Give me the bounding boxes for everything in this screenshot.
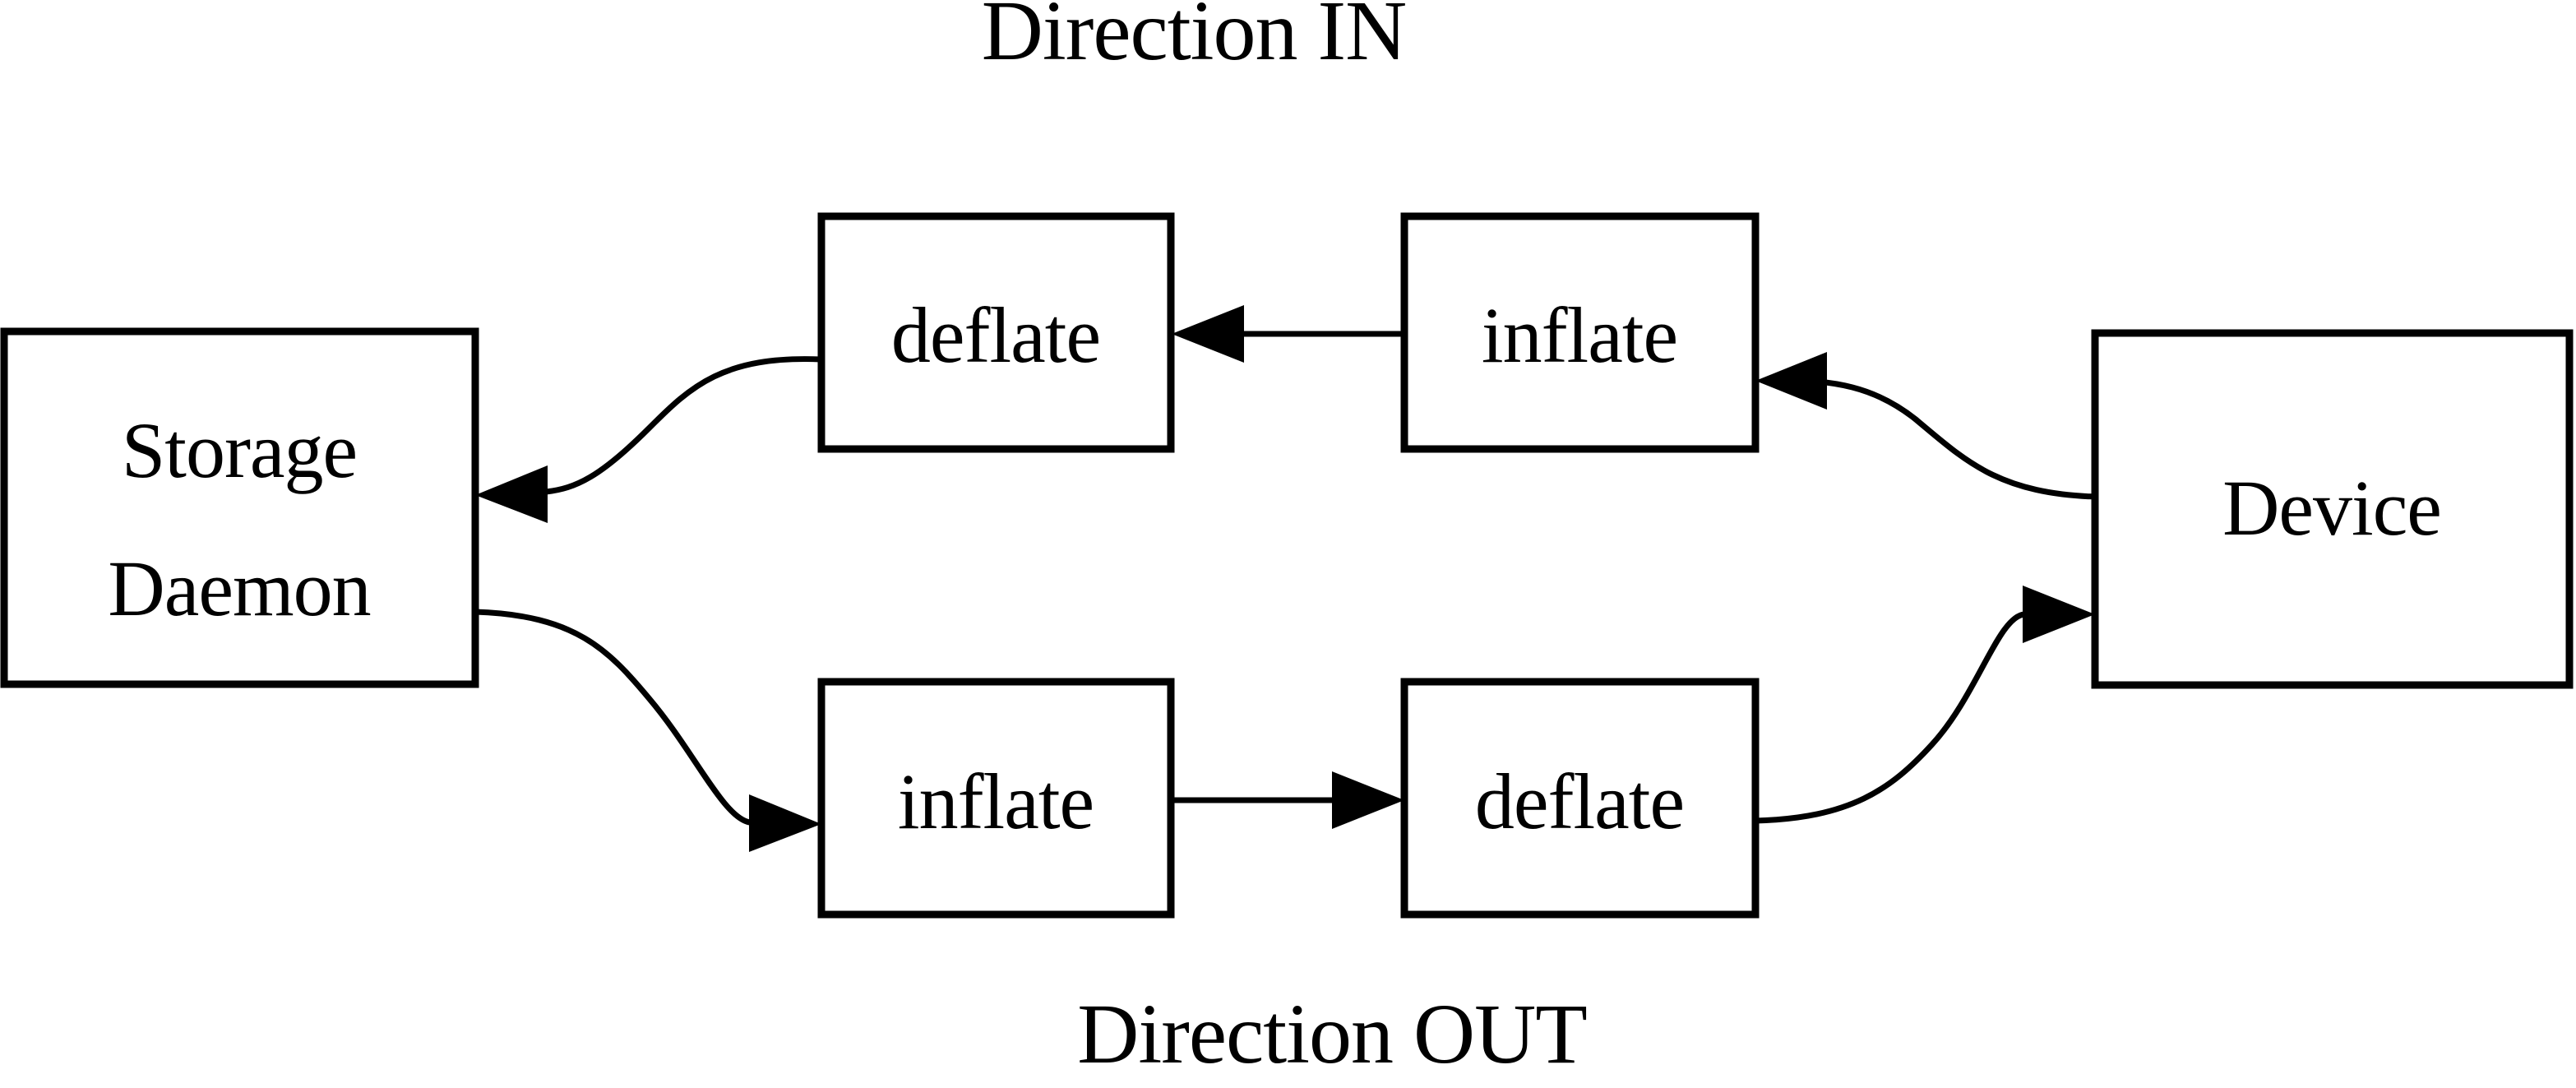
edge-device-to-top-inflate [1755, 352, 2096, 500]
node-bottom-deflate-label: deflate [1475, 757, 1684, 845]
node-bottom-inflate-label: inflate [898, 757, 1094, 845]
node-device[interactable]: Device [2091, 329, 2574, 689]
node-storage-daemon-label-line2: Daemon [108, 544, 370, 632]
node-bottom-deflate[interactable]: deflate [1400, 678, 1760, 919]
edge-top-inflate-to-top-deflate [1172, 305, 1404, 363]
caption-direction-in: Direction IN [982, 0, 1406, 78]
node-storage-daemon[interactable]: Storage Daemon [0, 327, 479, 688]
node-bottom-inflate[interactable]: inflate [817, 678, 1175, 919]
node-top-inflate-label: inflate [1482, 291, 1677, 379]
node-storage-daemon-label-line1: Storage [122, 406, 357, 494]
edge-top-deflate-to-storage-daemon [475, 356, 822, 523]
node-top-deflate[interactable]: deflate [817, 212, 1175, 453]
edge-bottom-deflate-to-device [1755, 586, 2095, 824]
node-device-label: Device [2222, 464, 2441, 552]
caption-direction-out: Direction OUT [1077, 987, 1586, 1081]
edge-storage-daemon-to-bottom-inflate [474, 609, 821, 852]
edge-bottom-inflate-to-bottom-deflate [1172, 771, 1404, 829]
node-top-deflate-label: deflate [891, 291, 1100, 379]
node-top-inflate[interactable]: inflate [1400, 212, 1760, 453]
